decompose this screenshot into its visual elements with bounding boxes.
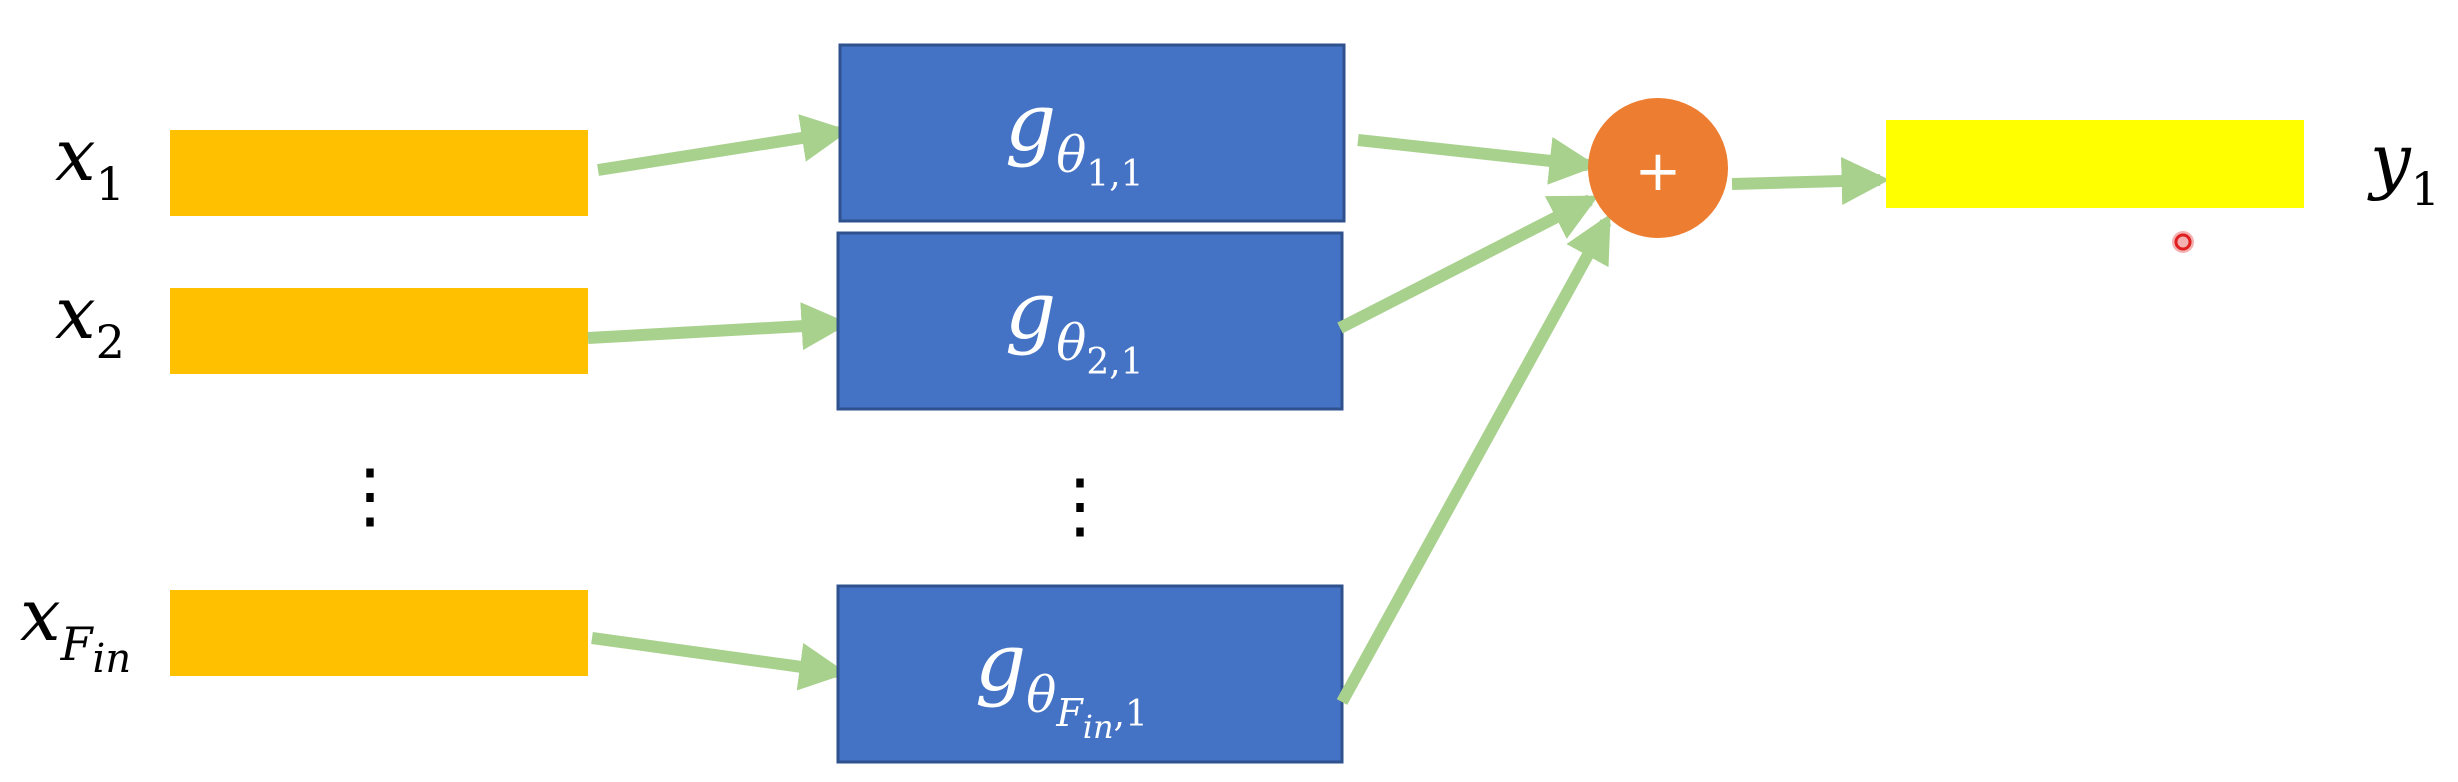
function-label-g11: gθ1,1 [1005, 76, 1144, 195]
function-label-gFin1: gθFin,1 [975, 616, 1148, 746]
arrow-xFin-to-gFin1 [591, 632, 848, 691]
output-label-y1: y1 [2367, 118, 2440, 216]
laser-pointer-icon [2172, 231, 2194, 253]
sum-node [1588, 98, 1728, 238]
input-label-xFin: xFin [20, 573, 131, 682]
input-label-x1: x1 [55, 113, 125, 211]
function-label-g21: gθ2,1 [1005, 264, 1144, 383]
input-ellipsis: ⋮ [334, 453, 406, 537]
sum-symbol: + [1635, 139, 1682, 204]
arrow-g21-to-sum [1337, 194, 1599, 334]
input-bar-2 [170, 288, 588, 374]
function-box-gFin1 [836, 584, 1344, 764]
function-box-g11 [838, 43, 1346, 223]
input-bar-Fin [170, 590, 588, 676]
arrow-g11-to-sum [1357, 134, 1598, 185]
output-bar [1886, 120, 2304, 208]
arrow-gFin1-to-sum [1336, 213, 1612, 705]
arrow-sum-to-output [1731, 157, 1890, 206]
function-box-g21 [836, 231, 1344, 411]
arrow-x2-to-g21 [587, 302, 850, 351]
arrow-x1-to-g11 [597, 114, 850, 176]
function-ellipsis: ⋮ [1044, 463, 1116, 547]
input-bar-1 [170, 130, 588, 216]
input-label-x2: x2 [55, 271, 125, 369]
